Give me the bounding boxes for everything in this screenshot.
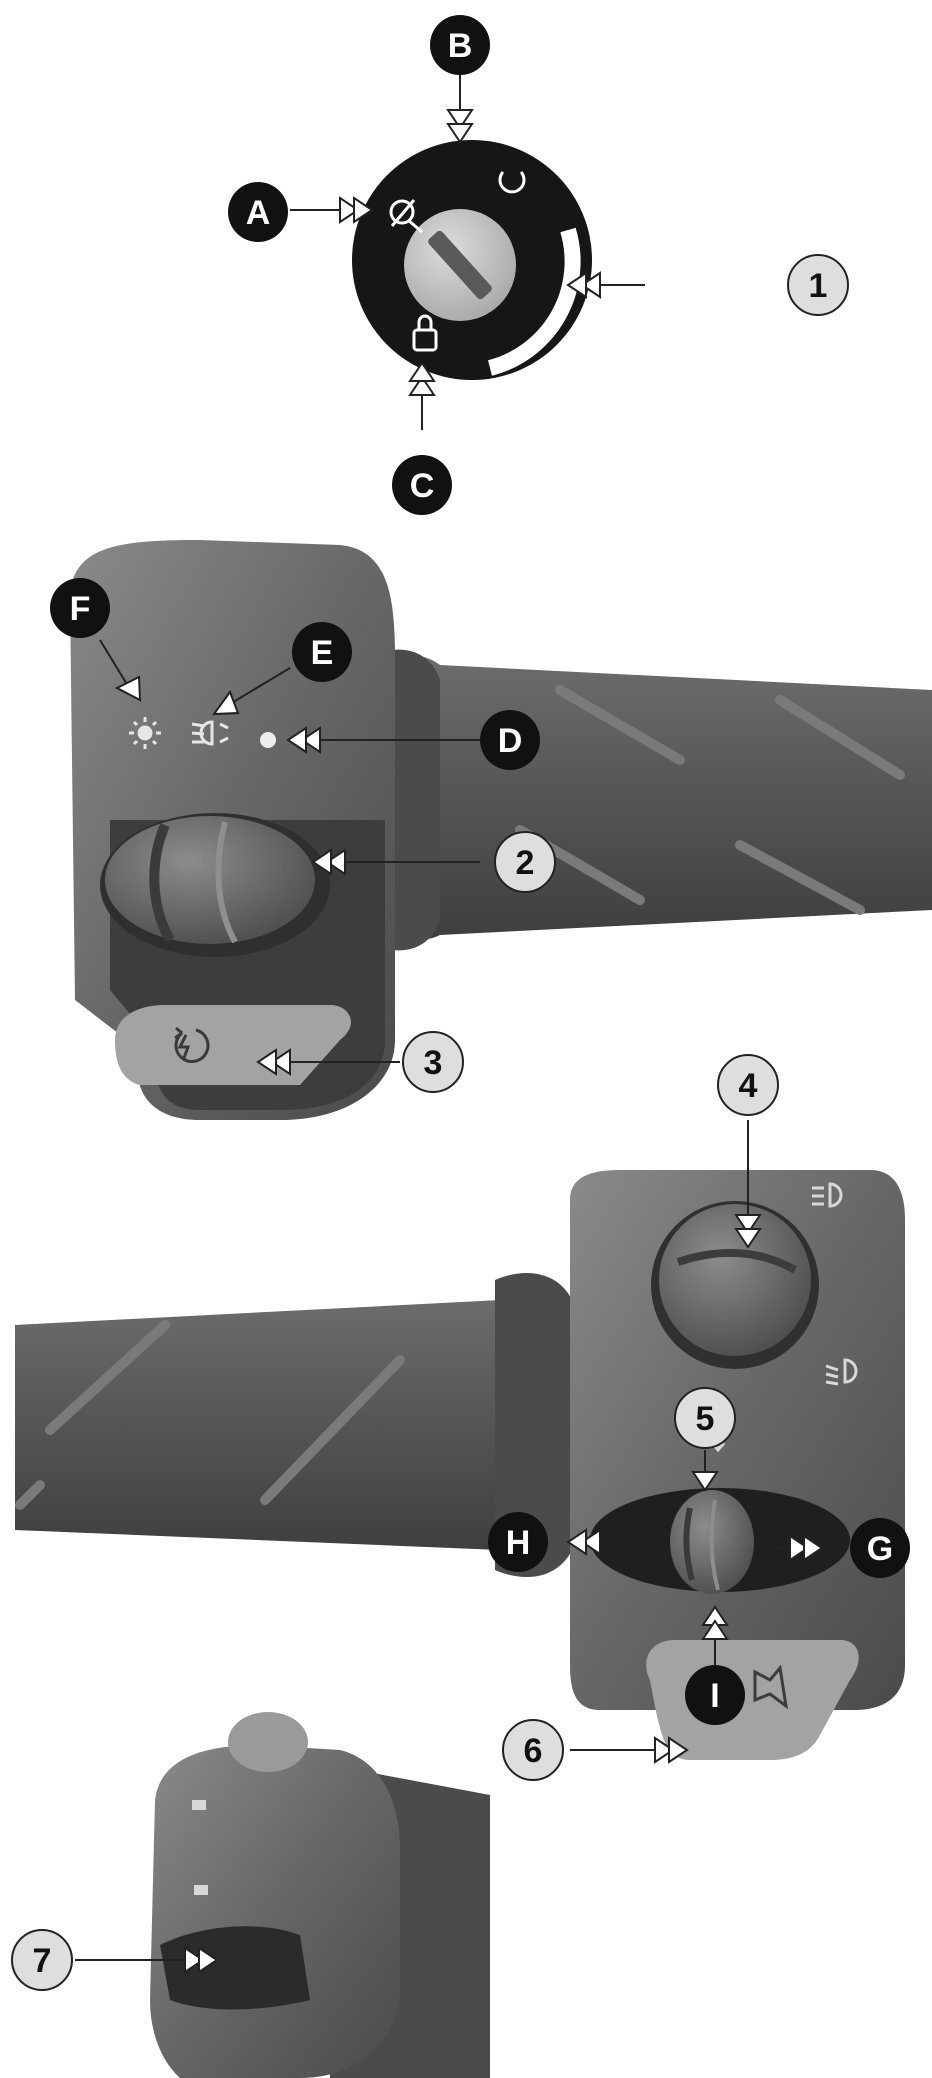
ignition-off-icon	[498, 171, 526, 194]
callout-2: 2	[494, 831, 556, 893]
parking-light-icon	[129, 717, 161, 749]
callout-H: H	[488, 1512, 548, 1572]
left-switch-cluster	[70, 540, 932, 1120]
right-grip-groove	[260, 1355, 405, 1505]
callout-leaders	[75, 70, 824, 1974]
svg-text:6: 6	[524, 1732, 543, 1770]
horn-button[interactable]	[646, 1640, 859, 1760]
right-grip-collar	[495, 1272, 572, 1578]
ignition-switch	[352, 140, 592, 380]
padlock-icon	[412, 314, 438, 352]
svg-text:E: E	[311, 634, 334, 672]
callout-5: 5	[674, 1387, 736, 1449]
high-beam-icon	[812, 1182, 843, 1208]
svg-text:3: 3	[424, 1044, 443, 1082]
left-grip-groove	[735, 840, 865, 915]
left-grip	[370, 655, 932, 940]
left-grip-groove	[775, 695, 905, 780]
callout-F: F	[50, 578, 110, 638]
svg-text:4: 4	[739, 1067, 758, 1105]
callout-3: 3	[402, 1031, 464, 1093]
svg-text:C: C	[410, 467, 435, 505]
svg-text:H: H	[506, 1524, 531, 1562]
callout-7: 7	[11, 1929, 73, 1991]
svg-text:7: 7	[33, 1942, 52, 1980]
callout-D: D	[480, 710, 540, 770]
headlight-off-dot-icon	[260, 732, 276, 748]
dipped-beam-icon	[191, 720, 229, 746]
callout-1: 1	[787, 254, 849, 316]
left-grip-groove	[555, 685, 685, 765]
svg-text:A: A	[246, 194, 271, 232]
svg-text:I: I	[710, 1677, 719, 1715]
right-grip-groove	[15, 1480, 45, 1510]
svg-text:B: B	[448, 27, 473, 65]
callout-G: G	[850, 1518, 910, 1578]
bottom-switch-cluster	[150, 1712, 490, 2078]
callout-A: A	[228, 182, 288, 242]
ignition-key-slot	[428, 230, 492, 300]
svg-text:2: 2	[516, 844, 535, 882]
turn-signal-switch[interactable]	[590, 1488, 850, 1594]
svg-text:1: 1	[809, 267, 828, 305]
headlight-dip-switch[interactable]	[651, 1201, 819, 1369]
callout-4: 4	[717, 1054, 779, 1116]
svg-text:G: G	[867, 1530, 893, 1568]
svg-text:D: D	[498, 722, 523, 760]
handlebar-lock-icon	[389, 199, 423, 234]
right-switch-cluster	[15, 1170, 905, 1760]
engine-start-icon	[174, 1026, 210, 1063]
callout-C: C	[392, 455, 452, 515]
dipped-beam-icon	[825, 1358, 858, 1386]
right-grip-groove	[45, 1320, 170, 1435]
engine-start-button[interactable]	[115, 1005, 351, 1085]
callout-E: E	[292, 622, 352, 682]
callout-I: I	[685, 1665, 745, 1725]
callout-6: 6	[502, 1719, 564, 1781]
svg-text:5: 5	[696, 1400, 715, 1438]
bottom-lever[interactable]	[160, 1926, 310, 2010]
ignition-arc-marking	[487, 227, 581, 376]
bottom-switch-housing	[150, 1745, 400, 2078]
svg-text:F: F	[70, 590, 91, 628]
right-grip	[15, 1294, 555, 1556]
callout-B: B	[430, 15, 490, 75]
bottom-indicator-mark	[192, 1800, 206, 1810]
horn-icon	[753, 1664, 789, 1710]
bottom-top-button[interactable]	[228, 1712, 308, 1772]
light-selector-knob[interactable]	[100, 813, 330, 957]
bottom-indicator-mark	[194, 1885, 208, 1895]
